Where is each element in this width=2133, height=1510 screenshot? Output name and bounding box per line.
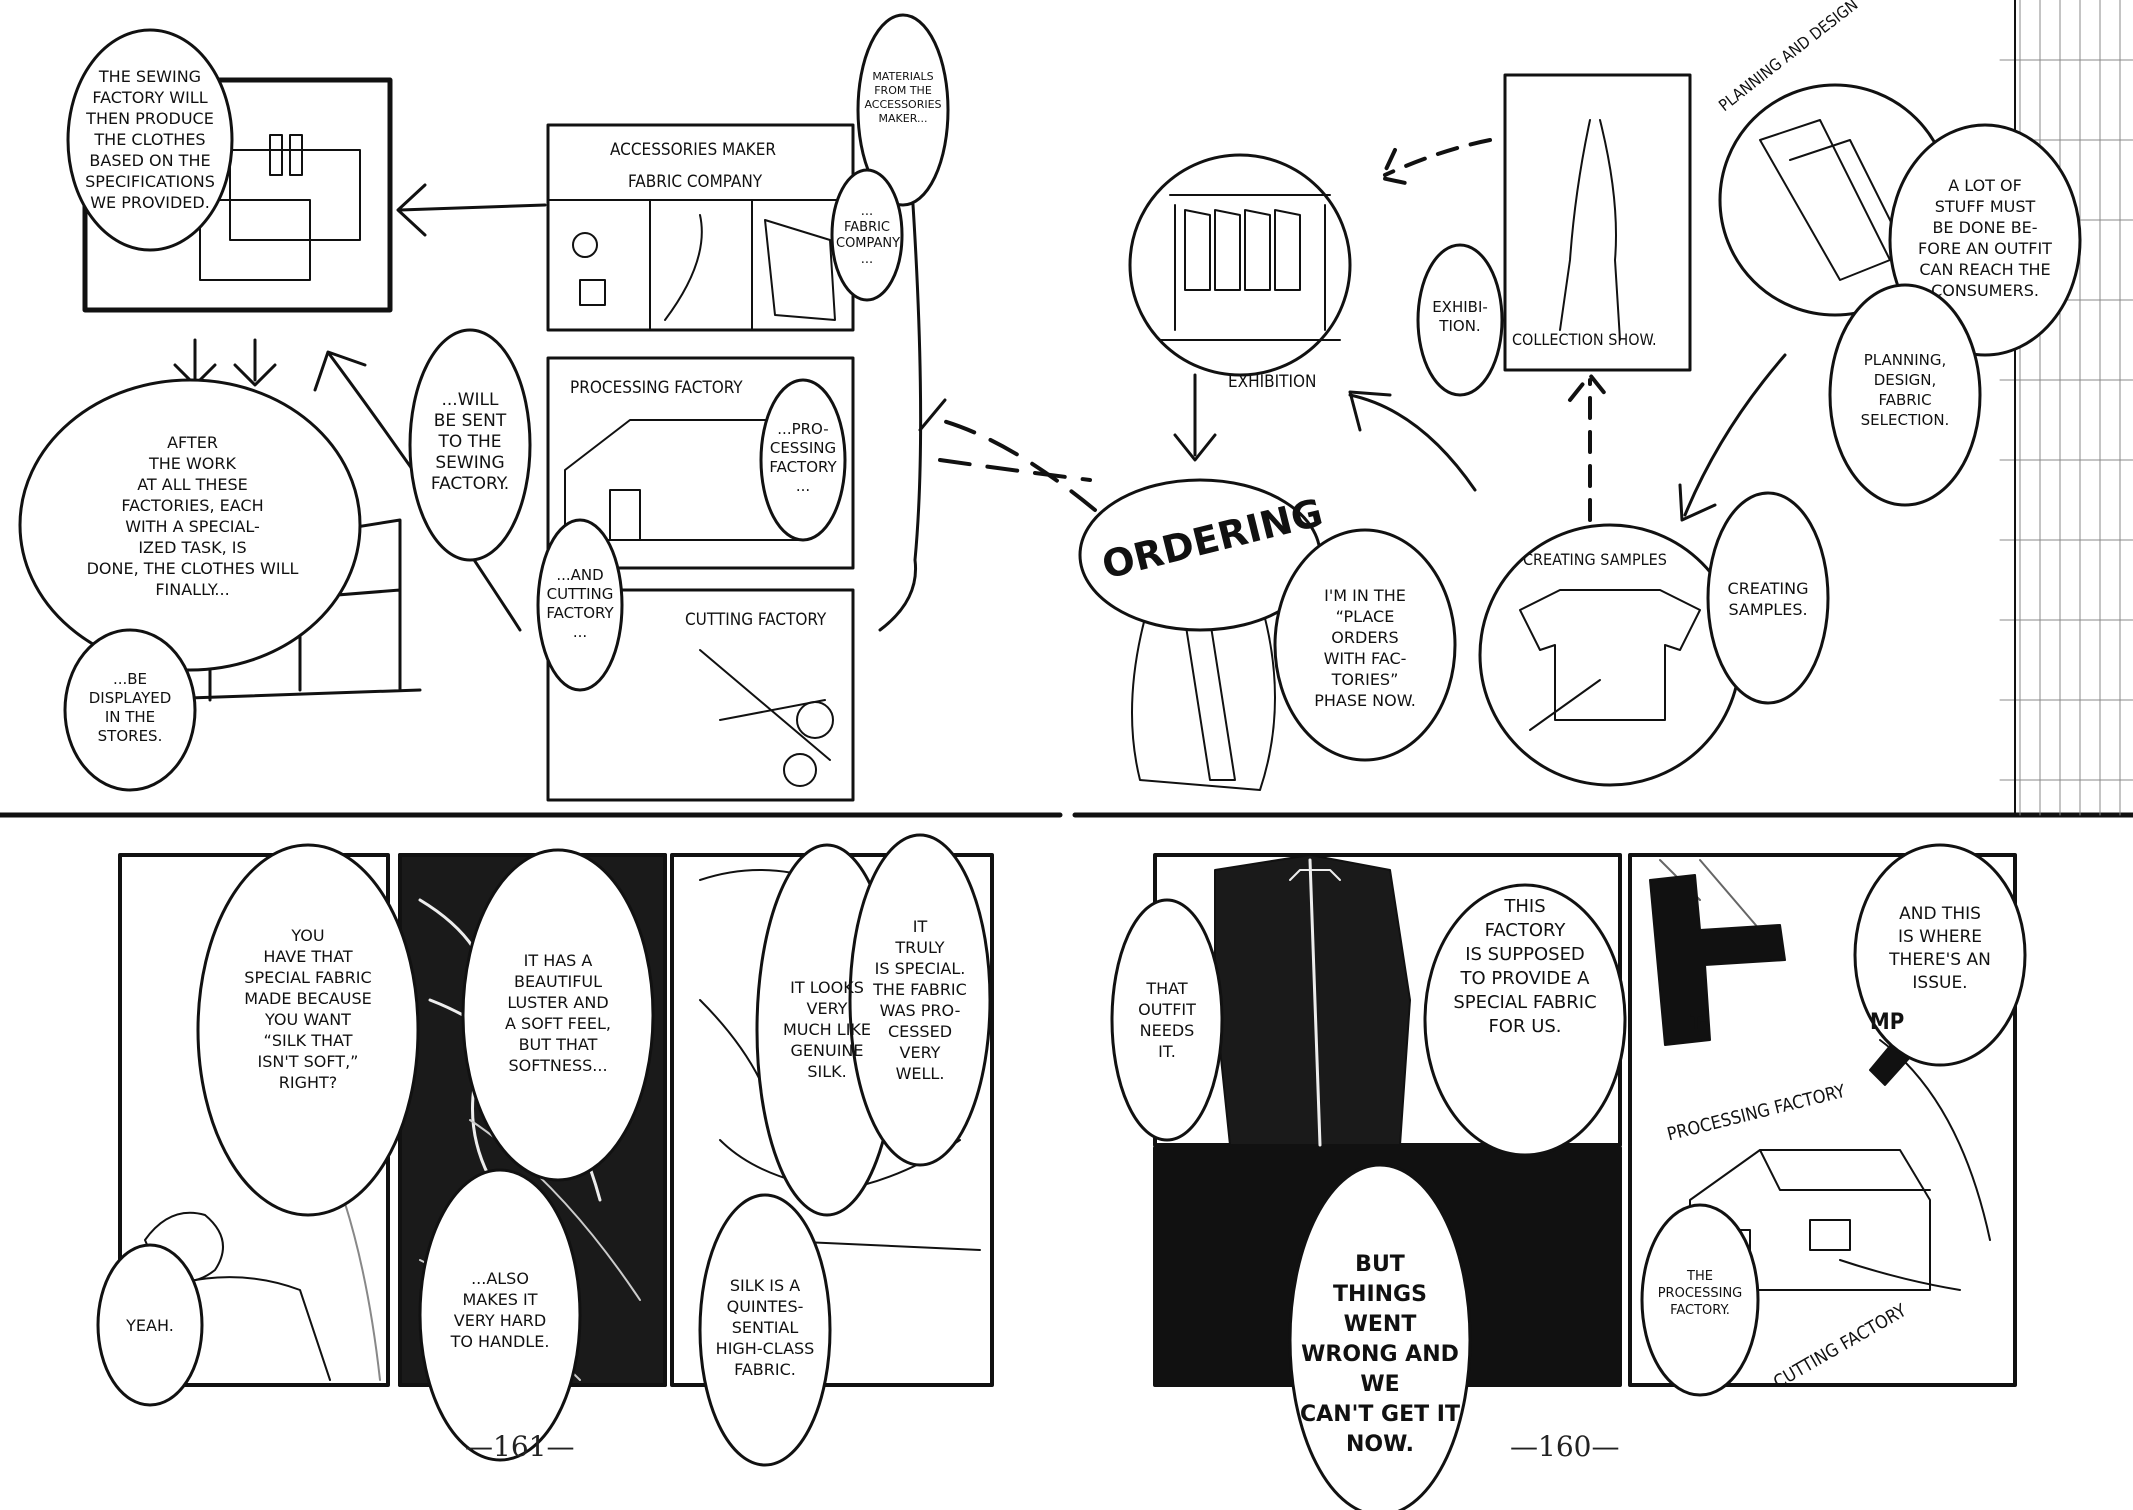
arrow-to-sewing [396, 183, 547, 237]
bubble-factory [1423, 883, 1627, 1157]
panel-r2 [1628, 853, 2017, 1387]
bubble-phase [1273, 528, 1457, 762]
down-arrows [173, 338, 277, 387]
creating-samples-bubble-text: CREATING SAMPLES. [1727, 579, 1809, 619]
bubble-cutting [536, 518, 624, 692]
planning-bubble-text: PLANNING, DESIGN, FABRIC SELECTION. [1860, 351, 1950, 429]
the-processing-bubble-text: THE PROCESSING FACTORY. [1657, 1269, 1743, 1318]
bubble-issue [1853, 843, 2027, 1067]
fabric-company-label: FABRIC COMPANY [628, 172, 763, 192]
bubble-special [848, 833, 992, 1167]
luster-bubble-text: IT HAS A BEAUTIFUL LUSTER AND A SOFT FEE… [505, 951, 611, 1075]
bubble-sent [408, 328, 532, 562]
accessories-maker-label: ACCESSORIES MAKER [610, 140, 776, 160]
bubble-displayed [63, 628, 197, 792]
sewing-bubble-text: THE SEWING FACTORY WILL THEN PRODUCE THE… [85, 67, 215, 212]
cutting-box [546, 588, 855, 802]
exhibition-circle [1128, 153, 1352, 377]
issue-bubble-text: AND THIS IS WHERE THERE'S AN ISSUE. [1889, 904, 1991, 993]
bubble-went-wrong [1288, 1163, 1472, 1510]
sign-mp: MP [1870, 1010, 1905, 1035]
bubble-yeah [96, 1243, 204, 1407]
phase-bubble-text: I'M IN THE “PLACE ORDERS WITH FAC- TORIE… [1314, 586, 1416, 710]
cutting-factory-label: CUTTING FACTORY [685, 610, 827, 630]
bubble-silk [698, 1193, 832, 1467]
bubble-sewing [66, 28, 234, 252]
displayed-bubble-text: ...BE DISPLAYED IN THE STORES. [88, 670, 172, 745]
cutting-bubble-text: ...AND CUTTING FACTORY ... [546, 566, 614, 641]
yeah-bubble-text: YEAH. [126, 1316, 174, 1335]
materials-bubble-text: MATERIALS FROM THE ACCESSORIES MAKER... [864, 70, 942, 125]
processing-factory-label: PROCESSING FACTORY [570, 378, 743, 398]
black-sign [1649, 874, 1786, 1046]
bubble-planning [1828, 283, 1982, 507]
bubble-outfit [1110, 898, 1224, 1142]
bubble-exhibition-small [1416, 243, 1504, 397]
silk-bubble-text: SILK IS A QUINTES- SENTIAL HIGH-CLASS FA… [715, 1276, 815, 1379]
exhibition-bubble-text: EXHIBI- TION. [1432, 298, 1488, 335]
processing-bubble-text: ...PRO- CESSING FACTORY ... [769, 420, 837, 495]
after-work-bubble-text: AFTER THE WORK AT ALL THESE FACTORIES, E… [86, 433, 299, 599]
collection-show-box [1503, 73, 1692, 372]
also-bubble-text: ...ALSO MAKES IT VERY HARD TO HANDLE. [450, 1269, 550, 1351]
processing-box [546, 356, 855, 570]
bubble-you-have [196, 843, 420, 1217]
grid-screentone [1999, 0, 2133, 816]
bubble-after-work [18, 378, 362, 672]
bubble-luster [461, 848, 655, 1182]
bubble-also [418, 1168, 582, 1462]
collection-show-label: COLLECTION SHOW. [1512, 330, 1657, 349]
page-number-right: —160— [1510, 1430, 1620, 1463]
bubble-fabric-company [830, 168, 904, 302]
bubble-materials [856, 13, 950, 207]
factory-bubble-text: THIS FACTORY IS SUPPOSED TO PROVIDE A SP… [1453, 896, 1597, 1037]
bubble-creating-samples [1706, 491, 1830, 705]
exhibition-label: EXHIBITION [1228, 372, 1317, 392]
sent-bubble-text: ...WILL BE SENT TO THE SEWING FACTORY. [430, 390, 510, 494]
lot-of-stuff-bubble-text: A LOT OF STUFF MUST BE DONE BE- FORE AN … [1918, 176, 2052, 300]
page-number-left: —161— [465, 1430, 575, 1463]
sign-t: T- [1690, 1010, 1707, 1034]
ordering-hand [1131, 599, 1276, 791]
went-wrong-bubble-text: BUT THINGS WENT WRONG AND WE CAN'T GET I… [1300, 1252, 1460, 1457]
fabric-company-bubble-text: ... FABRIC COMPANY ... [836, 204, 901, 267]
special-bubble-text: IT TRULY IS SPECIAL. THE FABRIC WAS PRO-… [873, 917, 967, 1083]
creating-samples-label: CREATING SAMPLES [1523, 550, 1667, 569]
looks-bubble-text: IT LOOKS VERY MUCH LIKE GENUINE SILK. [782, 978, 872, 1081]
you-have-bubble-text: YOU HAVE THAT SPECIAL FABRIC MADE BECAUS… [244, 926, 372, 1092]
bubble-the-processing [1640, 1203, 1760, 1397]
bubble-processing [759, 378, 847, 542]
outfit-bubble-text: THAT OUTFIT NEEDS IT. [1138, 979, 1196, 1061]
